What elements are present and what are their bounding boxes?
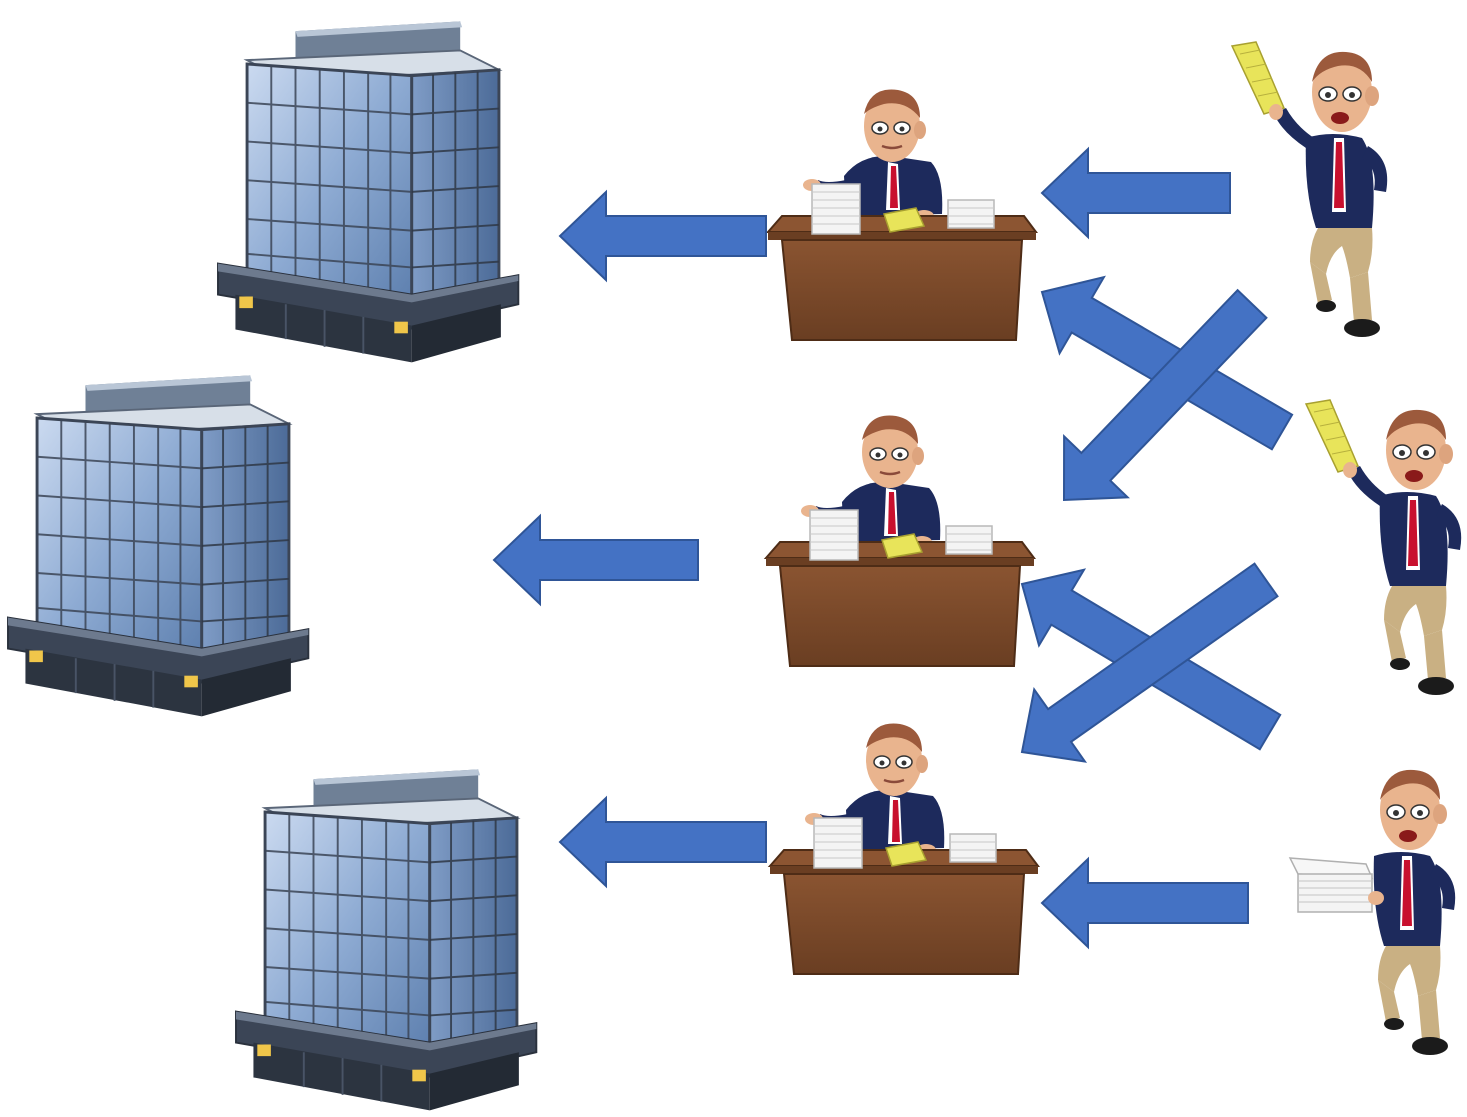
arrow-left-icon (558, 189, 767, 283)
arrow-left-icon (1062, 288, 1268, 502)
runner-with-stack-icon (1289, 769, 1456, 1056)
runner-with-paper-icon (1305, 399, 1462, 696)
arrow-left-icon (1040, 146, 1231, 240)
arrow-left-icon (492, 513, 699, 607)
office-building-icon (6, 373, 310, 718)
arrow-left-icon (558, 795, 767, 889)
arrow-left-icon (1020, 562, 1279, 763)
office-building-icon (234, 767, 538, 1112)
office-building-icon (216, 19, 520, 364)
clerk-at-desk-icon (766, 88, 1038, 342)
clerk-at-desk-icon (768, 722, 1040, 976)
arrow-left-icon (1040, 856, 1249, 950)
runner-with-paper-icon (1231, 41, 1388, 338)
edges-layer (492, 146, 1294, 950)
nodes-layer (6, 19, 1462, 1112)
clerk-at-desk-icon (764, 414, 1036, 668)
